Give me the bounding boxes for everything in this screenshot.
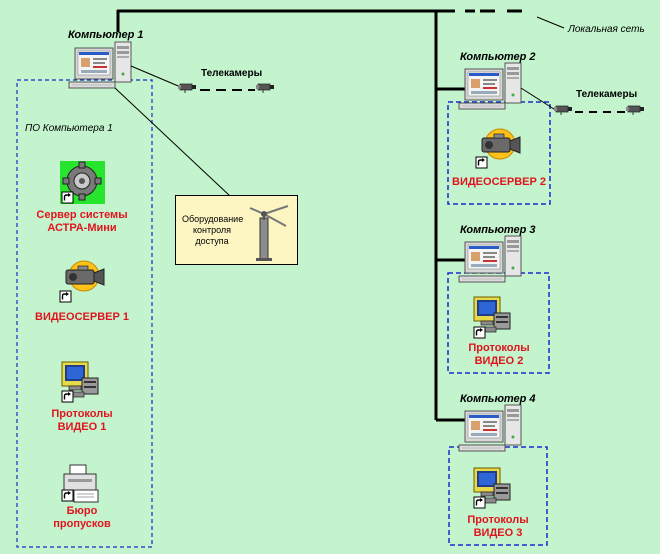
computer-icon: [458, 404, 522, 452]
protocols-video-1-label: Протоколы ВИДЕО 1: [27, 408, 137, 434]
lan-label: Локальная сеть: [568, 24, 645, 35]
computer-1-title: Компьютер 1: [68, 29, 144, 41]
computer-2-title: Компьютер 2: [460, 51, 536, 63]
computer-4-title: Компьютер 4: [460, 393, 536, 405]
access-equipment-box: Оборудование контроля доступа: [175, 195, 298, 265]
protocols-video-3-line-2: ВИДЕО 3: [473, 527, 523, 539]
videoserver-2-label: ВИДЕОСЕРВЕР 2: [452, 176, 546, 188]
astra-server-line-2: АСТРА-Мини: [47, 222, 117, 234]
protocols-video-2-label: Протоколы ВИДЕО 2: [449, 342, 549, 368]
videocamera-icon: [481, 128, 521, 160]
camera-icon: [255, 83, 275, 94]
camera-icon: [625, 105, 645, 116]
group-computer-2: [447, 101, 551, 205]
computer-3-title: Компьютер 3: [460, 224, 536, 236]
access-equipment-line-3: доступа: [195, 236, 229, 246]
protocols-video-2-line-2: ВИДЕО 2: [474, 355, 524, 367]
shortcut-arrow-icon: [61, 489, 74, 502]
turnstile-icon: [249, 205, 289, 261]
access-equipment-label: Оборудование контроля доступа: [182, 214, 244, 247]
pass-office-line-2: пропусков: [53, 518, 111, 530]
printer-icon: [63, 464, 99, 503]
computer-icon: [68, 41, 132, 89]
computer-icon: [458, 235, 522, 283]
network-lines: [116, 9, 565, 422]
access-equipment-line-2: контроля: [192, 225, 232, 235]
cameras-label-1: Телекамеры: [201, 68, 263, 79]
protocols-video-1-line-1: Протоколы: [51, 408, 113, 420]
camera-icon: [553, 105, 573, 116]
shortcut-arrow-icon: [61, 191, 74, 204]
shortcut-arrow-icon: [475, 156, 488, 169]
shortcut-arrow-icon: [473, 326, 486, 339]
videoserver-1-label: ВИДЕОСЕРВЕР 1: [35, 311, 129, 323]
videocamera-icon: [65, 260, 105, 292]
protocols-video-2-line-1: Протоколы: [468, 342, 530, 354]
protocols-video-1-line-2: ВИДЕО 1: [57, 421, 107, 433]
camera-icon: [177, 83, 197, 94]
software-group-title: ПО Компьютера 1: [25, 123, 113, 134]
cameras-label-2: Телекамеры: [576, 89, 638, 100]
access-equipment-line-1: Оборудование: [182, 214, 244, 224]
protocols-video-3-line-1: Протоколы: [467, 514, 529, 526]
pass-office-label: Бюро пропусков: [27, 505, 137, 531]
shortcut-arrow-icon: [473, 496, 486, 509]
protocols-video-3-label: Протоколы ВИДЕО 3: [449, 514, 547, 540]
shortcut-arrow-icon: [59, 290, 72, 303]
shortcut-arrow-icon: [61, 390, 74, 403]
astra-server-label: Сервер системы АСТРА-Мини: [27, 209, 137, 235]
pass-office-line-1: Бюро: [66, 505, 98, 517]
astra-server-line-1: Сервер системы: [36, 209, 128, 221]
